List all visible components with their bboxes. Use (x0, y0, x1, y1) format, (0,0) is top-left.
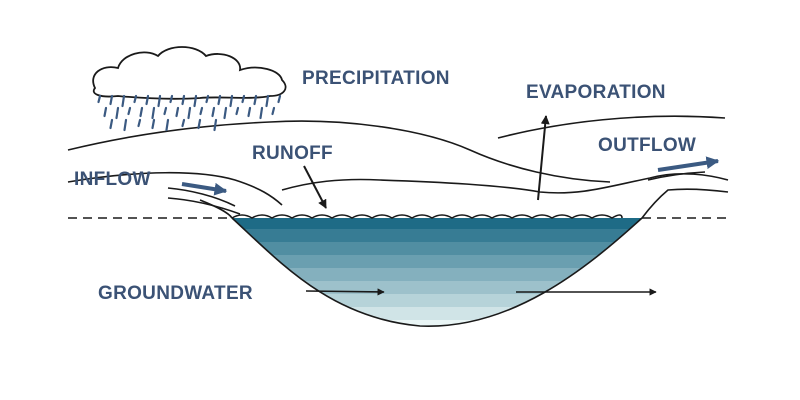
inflow-stream-bank-2 (167, 197, 241, 215)
rain-drop (193, 94, 198, 108)
rain-drop (139, 106, 144, 118)
rain-drop (133, 94, 138, 104)
rain-drop (127, 106, 132, 116)
rain-drop (145, 94, 150, 106)
rain-drop (169, 94, 174, 104)
terrain (67, 115, 729, 219)
rain-drop (211, 106, 216, 118)
rain-drop (151, 106, 156, 120)
back-hill-right (497, 115, 726, 139)
rain-drop (137, 118, 142, 128)
rain-drop (97, 94, 102, 104)
evaporation-label: EVAPORATION (526, 82, 666, 103)
inflow-stream-bank (167, 187, 236, 207)
rain-drop (151, 118, 156, 130)
rain-drop (205, 94, 210, 104)
rain-drop (121, 94, 126, 108)
rain-drop (157, 94, 162, 108)
rain-drop (175, 106, 180, 118)
precipitation-label: PRECIPITATION (302, 68, 450, 89)
rain-drop (217, 94, 222, 106)
rain-drop (199, 106, 204, 116)
back-hill-left (67, 120, 611, 183)
rain-drop (109, 118, 114, 130)
rain-drop (223, 106, 228, 120)
inflow-label: INFLOW (74, 169, 151, 190)
outflow-label: OUTFLOW (598, 135, 696, 156)
rain-drops (97, 94, 282, 132)
runoff-arrow (303, 165, 327, 209)
rain-drop (259, 106, 264, 120)
rain-drop (229, 94, 234, 108)
rain-drop (277, 94, 282, 104)
rain-drop (163, 106, 168, 116)
rain-drop (165, 118, 170, 132)
basin-rim-left (199, 199, 233, 219)
rain-drop (103, 106, 108, 118)
front-hill-left (67, 171, 283, 206)
rain-drop (241, 94, 246, 104)
rain-drop (181, 94, 186, 106)
groundwater-label: GROUNDWATER (98, 283, 253, 304)
lake-surface-waves (231, 214, 623, 219)
rain-drop (123, 118, 128, 132)
groundwater-arrow-in (305, 288, 385, 296)
evaporation-arrow (537, 115, 550, 201)
lake-water (232, 218, 642, 327)
rain-drop (187, 106, 192, 120)
basin-rim-right (641, 188, 729, 219)
rain-drop (253, 94, 258, 106)
cloud-icon (92, 46, 287, 100)
rain-drop (109, 94, 114, 106)
lake-basin-outline (231, 217, 643, 327)
rain-drop (265, 94, 270, 108)
runoff-label: RUNOFF (252, 143, 333, 164)
rain-drop (271, 106, 276, 116)
middle-hill (281, 173, 729, 194)
rain-drop (247, 106, 252, 118)
rain-drop (115, 106, 120, 120)
rain-drop (197, 118, 202, 130)
rain-drop (181, 118, 186, 128)
outflow-stream-bank (647, 171, 706, 181)
rain-drop (213, 118, 218, 132)
rain-drop (235, 106, 240, 116)
inflow-arrow (181, 182, 228, 196)
outflow-arrow (657, 156, 720, 172)
